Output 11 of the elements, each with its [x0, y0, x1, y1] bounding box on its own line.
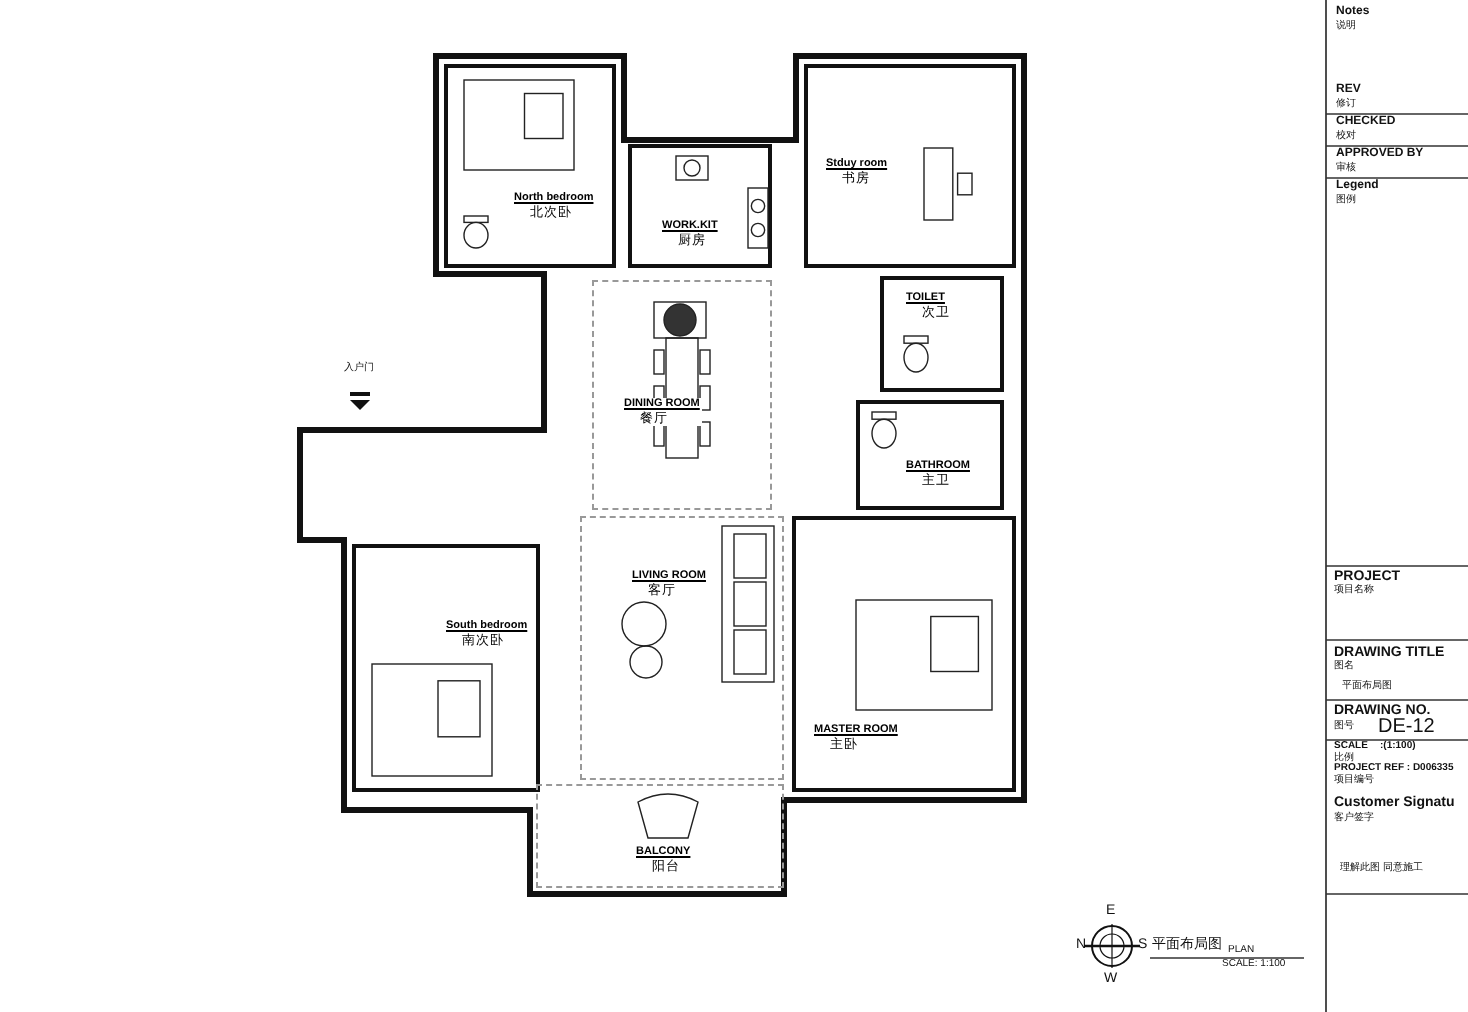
room-outline [352, 544, 540, 792]
room-outline [804, 64, 1016, 268]
room-outline [792, 516, 1016, 792]
room-outline [444, 64, 616, 268]
room-area [592, 280, 772, 510]
room-area [580, 516, 784, 780]
room-outline [628, 144, 772, 268]
drawing-number: DE-12 [1378, 716, 1435, 738]
room-outline [880, 276, 1004, 392]
room-area [536, 784, 784, 888]
room-outline [856, 400, 1004, 510]
